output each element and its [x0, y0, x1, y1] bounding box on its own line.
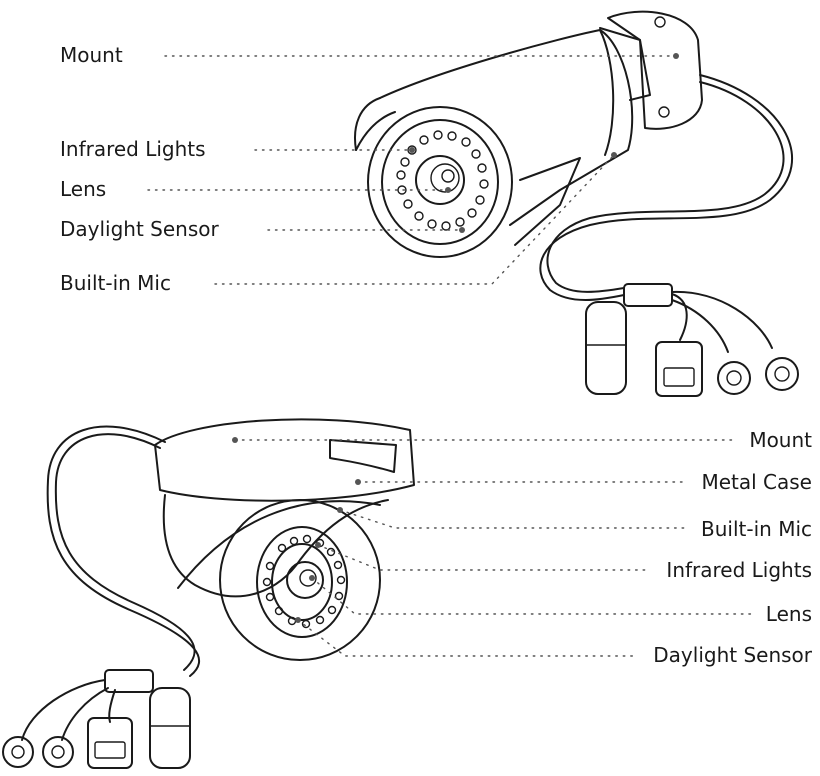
bullet-label-mount: Mount [60, 43, 123, 67]
dome-lead-power [61, 687, 109, 741]
power-jack-icon [2, 736, 34, 768]
bullet-hood-side [514, 157, 581, 246]
bullet-hood [354, 97, 381, 151]
dome-label-mount: Mount [749, 428, 812, 452]
dome-lead-dc [21, 679, 106, 741]
bullet-camera [354, 10, 799, 397]
bullet-leader-lines [147, 53, 679, 285]
mount-screw-icon [654, 16, 666, 28]
bullet-mount-neck [599, 27, 651, 101]
dome-lens [286, 561, 324, 599]
bullet-lens-inner [430, 163, 460, 193]
dome-mount-notch [329, 439, 397, 473]
dome-label-lens: Lens [765, 602, 812, 626]
bullet-hood-edge [355, 111, 396, 151]
mount-screw-icon [658, 106, 670, 118]
bullet-label-mic: Built-in Mic [60, 271, 171, 295]
dome-cable [46, 425, 200, 677]
dome-infrared-leds [262, 534, 346, 629]
power-jack-icon [42, 736, 74, 768]
dome-leader-lines [232, 437, 755, 657]
bullet-mount-plate [607, 10, 703, 130]
bullet-label-infrared: Infrared Lights [60, 137, 206, 161]
bullet-body [379, 29, 634, 226]
dome-cable-inner [54, 433, 196, 671]
dome-metal-case [162, 494, 389, 598]
bullet-lens [415, 155, 465, 205]
bullet-ir-ring [381, 119, 499, 245]
dome-camera [2, 418, 415, 769]
dome-case-edge [177, 500, 381, 589]
bullet-body-ring [599, 29, 615, 156]
dome-mount-base [154, 418, 415, 502]
dome-ball [219, 499, 381, 661]
power-jack-icon [765, 357, 799, 391]
bullet-lens-core [441, 169, 455, 183]
dome-label-mic: Built-in Mic [701, 517, 812, 541]
dome-label-metal-case: Metal Case [701, 470, 812, 494]
bullet-label-daylight: Daylight Sensor [60, 217, 219, 241]
dome-lens-bezel [271, 543, 333, 621]
bullet-lead-rj45 [671, 293, 688, 341]
dome-label-infrared: Infrared Lights [666, 558, 812, 582]
bullet-cable-inner [546, 81, 785, 293]
power-jack-icon [717, 361, 751, 395]
bullet-cable [539, 74, 793, 301]
bullet-infrared-leds [396, 130, 489, 231]
bullet-lead-power [671, 299, 729, 353]
bullet-front-bezel [367, 106, 513, 258]
dome-lead-rj45 [108, 689, 116, 723]
rj45-connector-icon [655, 341, 703, 397]
dome-ir-ring [256, 526, 348, 638]
bullet-cable-hub [623, 283, 673, 307]
dome-cable-hub [104, 669, 154, 693]
dome-label-daylight: Daylight Sensor [653, 643, 812, 667]
dome-waterproof-cap [149, 687, 191, 769]
rj45-connector-icon [87, 717, 133, 769]
bullet-waterproof-cap [585, 301, 627, 395]
bullet-label-lens: Lens [60, 177, 107, 201]
dome-lens-core [299, 569, 317, 587]
bullet-lead-dc [671, 290, 773, 349]
